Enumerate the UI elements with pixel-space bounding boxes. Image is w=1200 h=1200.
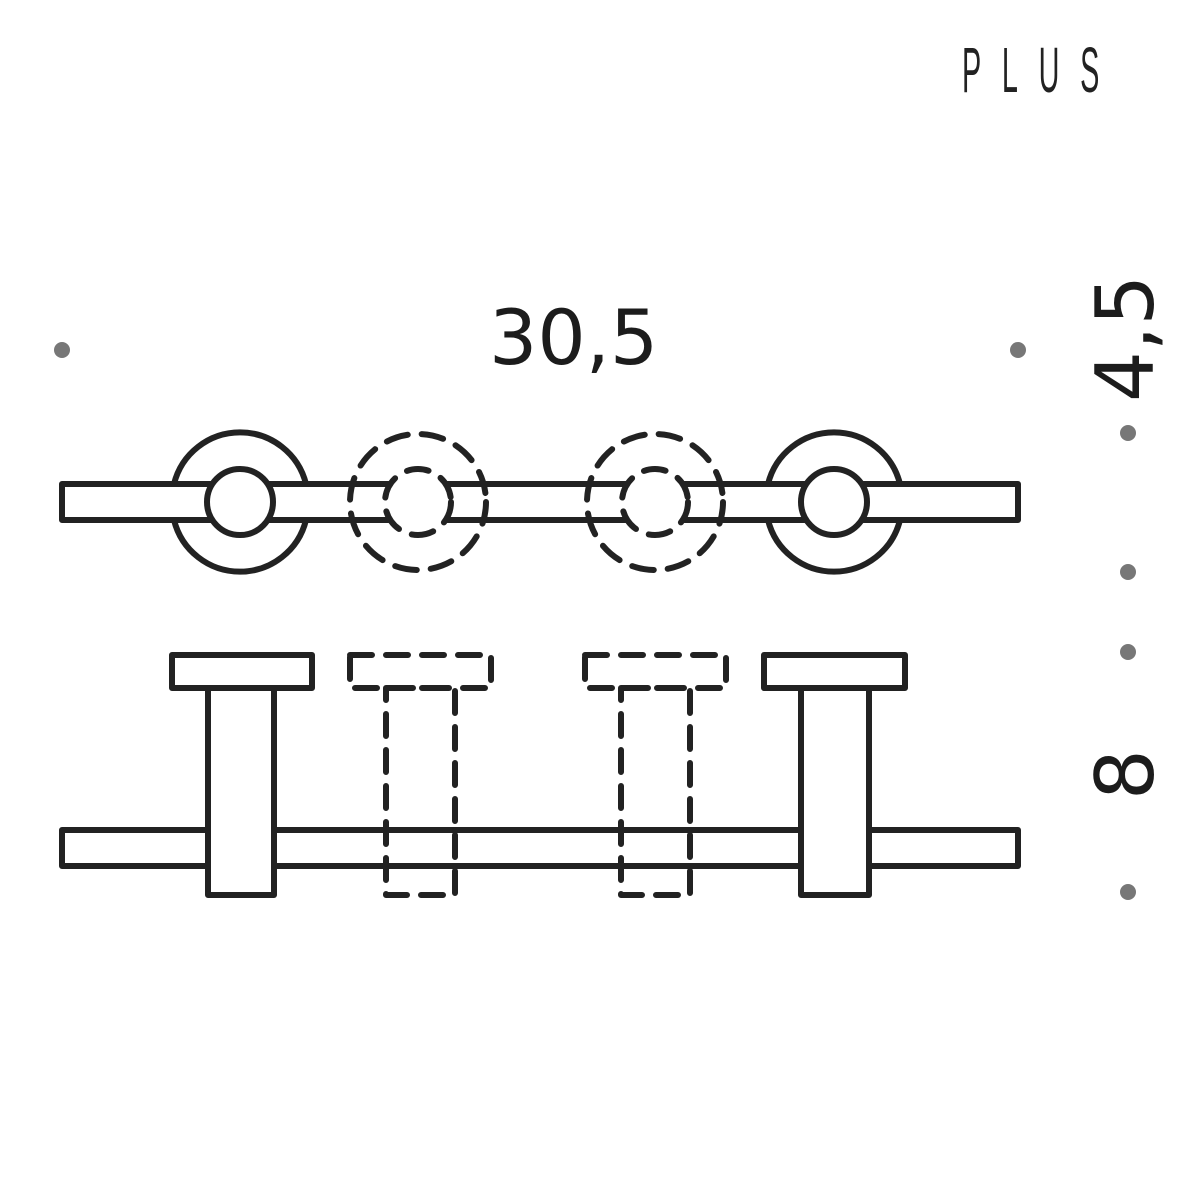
depth-marker-bottom — [1120, 564, 1136, 580]
optional-hook-stem — [383, 685, 458, 898]
hook-rosette-left — [171, 429, 309, 575]
hook-stem-right — [798, 685, 872, 898]
width-marker-left — [54, 342, 70, 358]
optional-hook-stem — [382, 466, 454, 538]
hook-rosette-right — [765, 429, 903, 575]
hook-stem-right — [798, 466, 870, 538]
hook-cap-left — [169, 652, 315, 691]
dimension-markers — [54, 342, 1136, 900]
optional-hook-cap — [582, 652, 729, 691]
top-view — [59, 429, 1021, 575]
depth-marker-top — [1120, 425, 1136, 441]
side-view-optional-hooks — [347, 652, 729, 898]
optional-hook-stem — [618, 685, 693, 898]
hook-cap-right — [761, 652, 908, 691]
hook-stem-left — [205, 685, 277, 898]
side-view — [59, 652, 1021, 898]
width-marker-right — [1010, 342, 1026, 358]
optional-hook-rosette — [347, 431, 489, 573]
top-view-optional-hooks — [347, 431, 726, 573]
brand-logo-text: PLUS — [962, 34, 1121, 106]
optional-hook-cap — [347, 652, 494, 691]
height-marker-bottom — [1120, 884, 1136, 900]
optional-hook-rosette — [584, 431, 726, 573]
hook-stem-left — [204, 466, 276, 538]
height-marker-top — [1120, 644, 1136, 660]
optional-hook-stem — [619, 466, 691, 538]
dimension-width-label: 30,5 — [489, 293, 659, 382]
